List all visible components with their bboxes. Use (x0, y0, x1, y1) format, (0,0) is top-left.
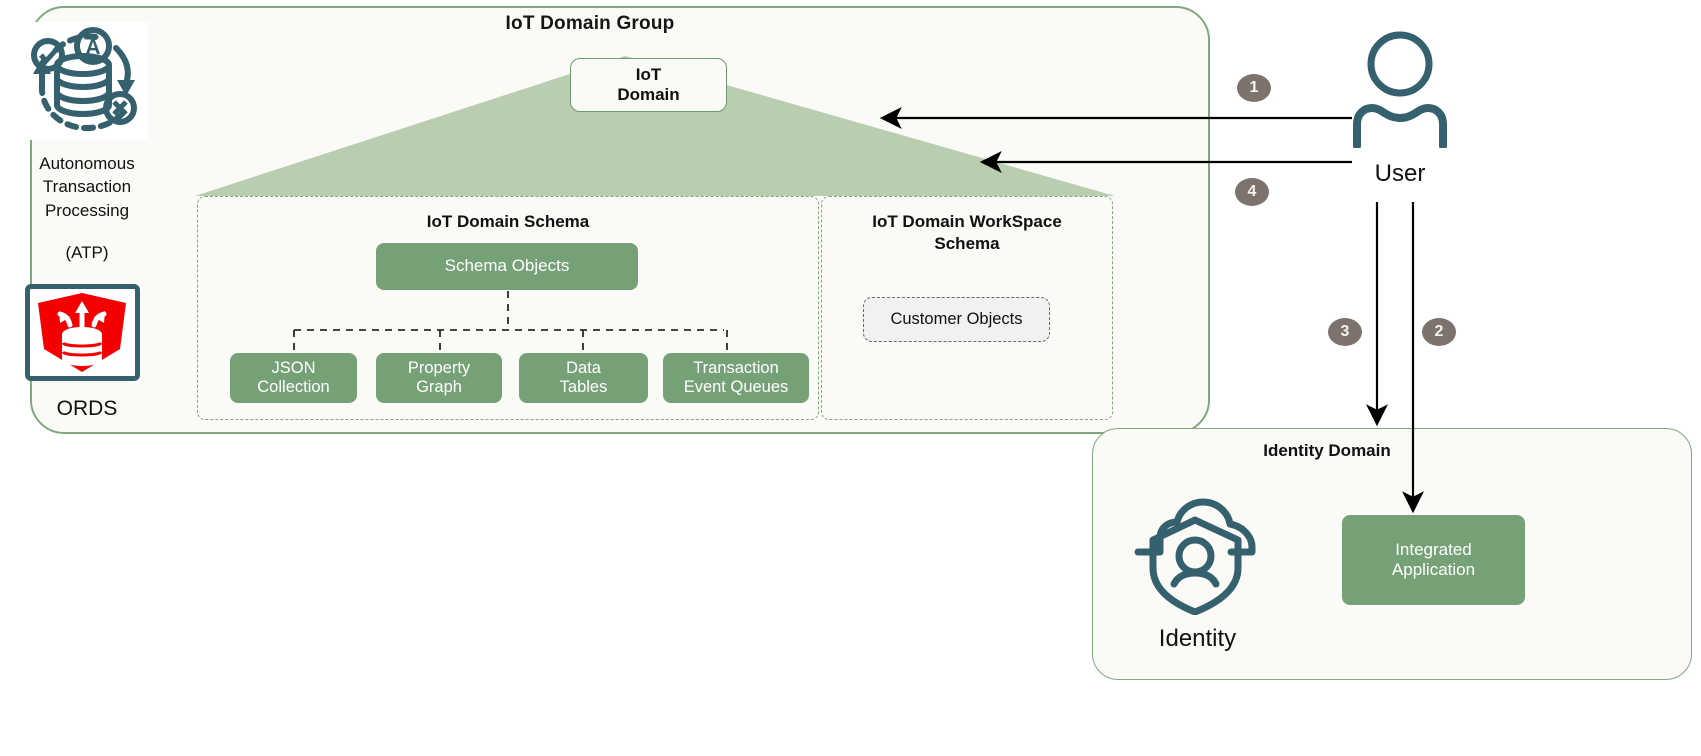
workspace-schema-title-line1: IoT Domain WorkSpace (872, 212, 1062, 231)
user-label: User (1374, 160, 1426, 187)
customer-objects-box[interactable]: Customer Objects (863, 297, 1050, 342)
flow-badge-1: 1 (1237, 74, 1271, 102)
integrated-application-line1: Integrated (1395, 539, 1472, 559)
data-tables-line2: Tables (559, 378, 608, 396)
iot-domain-group-title: IoT Domain Group (505, 13, 675, 34)
autonomous-transaction-processing-icon: A (20, 22, 148, 140)
property-graph-line1: Property (407, 358, 471, 377)
schema-objects-box[interactable]: Schema Objects (376, 243, 638, 290)
integrated-application-line2: Application (1391, 560, 1476, 579)
schema-tree-connectors (293, 291, 728, 354)
iot-domain-label-line1: IoT (635, 65, 662, 85)
iot-domain-schema-title: IoT Domain Schema (426, 212, 590, 231)
atp-abbreviation-label: (ATP) (65, 243, 109, 262)
json-collection-box[interactable]: JSON Collection (230, 353, 357, 403)
identity-label: Identity (1158, 625, 1237, 652)
atp-label-line1: Autonomous (39, 154, 135, 173)
data-tables-box[interactable]: Data Tables (519, 353, 648, 403)
flow-badge-4: 4 (1235, 178, 1269, 206)
identity-domain-title: Identity Domain (1263, 441, 1391, 460)
iot-domain-box[interactable]: IoT Domain (570, 58, 727, 112)
property-graph-box[interactable]: Property Graph (376, 353, 502, 403)
atp-label-line3: Processing (44, 200, 130, 220)
identity-cloud-shield-person-icon (1128, 490, 1263, 616)
transaction-event-queues-line1: Transaction (693, 358, 779, 377)
transaction-event-queues-box[interactable]: Transaction Event Queues (663, 353, 809, 403)
flow-badge-3: 3 (1328, 318, 1362, 346)
data-tables-line1: Data (566, 358, 601, 377)
ords-label: ORDS (56, 397, 118, 420)
transaction-event-queues-line2: Event Queues (683, 378, 789, 396)
atp-label-line2: Transaction (42, 177, 132, 197)
atp-label: Autonomous Transaction Processing (8, 152, 166, 222)
json-collection-line2: Collection (257, 378, 330, 396)
ords-icon (25, 284, 140, 381)
workspace-schema-title-line2: Schema (934, 234, 1000, 253)
iot-domain-label-line2: Domain (617, 85, 680, 104)
property-graph-line2: Graph (416, 378, 462, 396)
user-person-icon (1348, 28, 1453, 150)
json-collection-line1: JSON (271, 358, 316, 377)
flow-badge-2: 2 (1422, 318, 1456, 346)
integrated-application-box[interactable]: Integrated Application (1342, 515, 1525, 605)
